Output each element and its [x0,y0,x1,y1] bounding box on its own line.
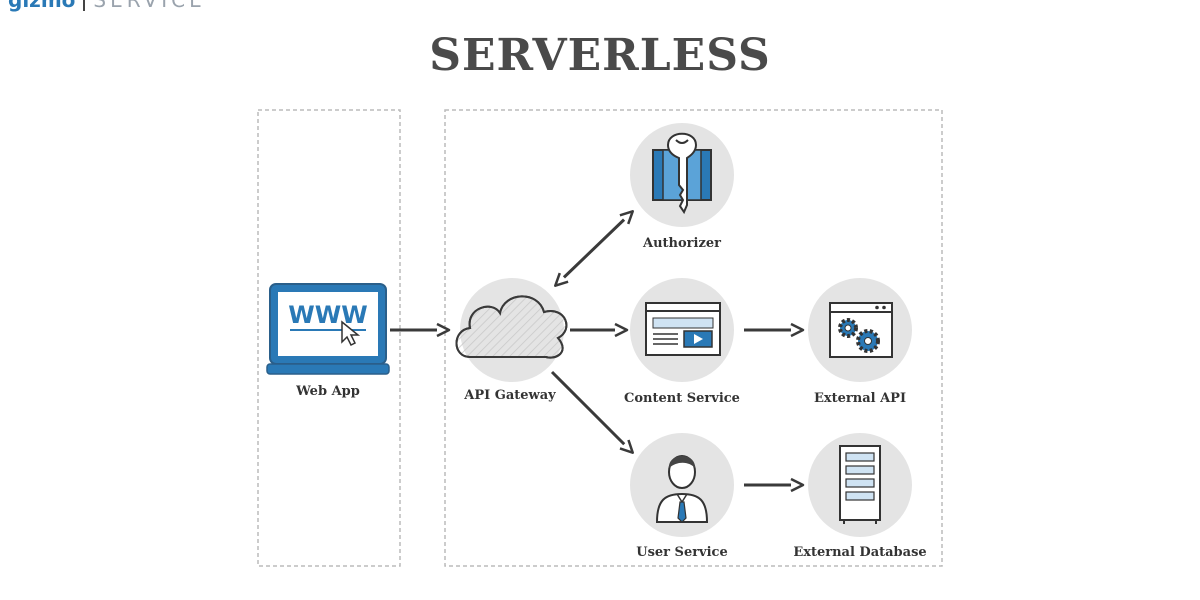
server-rack-icon [808,433,912,537]
arrow-gateway-user [550,370,634,454]
cloud-icon [455,278,568,382]
page-title: SERVERLESS [429,30,771,81]
label-authorizer: Authorizer [643,236,721,251]
label-content-service: Content Service [624,391,740,406]
brand-suffix: SERVICE [93,0,206,12]
label-web-app: Web App [296,384,360,399]
label-external-api: External API [813,391,907,406]
laptop-www-icon: WWW [266,283,390,375]
brand-logo: gizmo SERVICE [8,0,206,12]
key-icon [630,123,734,227]
arrow-gateway-authorizer [554,210,634,287]
brand-separator [83,0,86,11]
client-frame [257,109,401,567]
backend-frame [444,109,943,567]
browser-video-icon [630,278,734,382]
laptop-www-text: WWW [288,301,367,329]
label-external-database: External Database [793,545,927,560]
brand-name: gizmo [8,0,76,12]
cursor-icon [341,320,361,347]
label-user-service: User Service [636,545,728,560]
user-icon [630,433,734,537]
gears-window-icon [808,278,912,382]
label-api-gateway: API Gateway [464,388,556,403]
